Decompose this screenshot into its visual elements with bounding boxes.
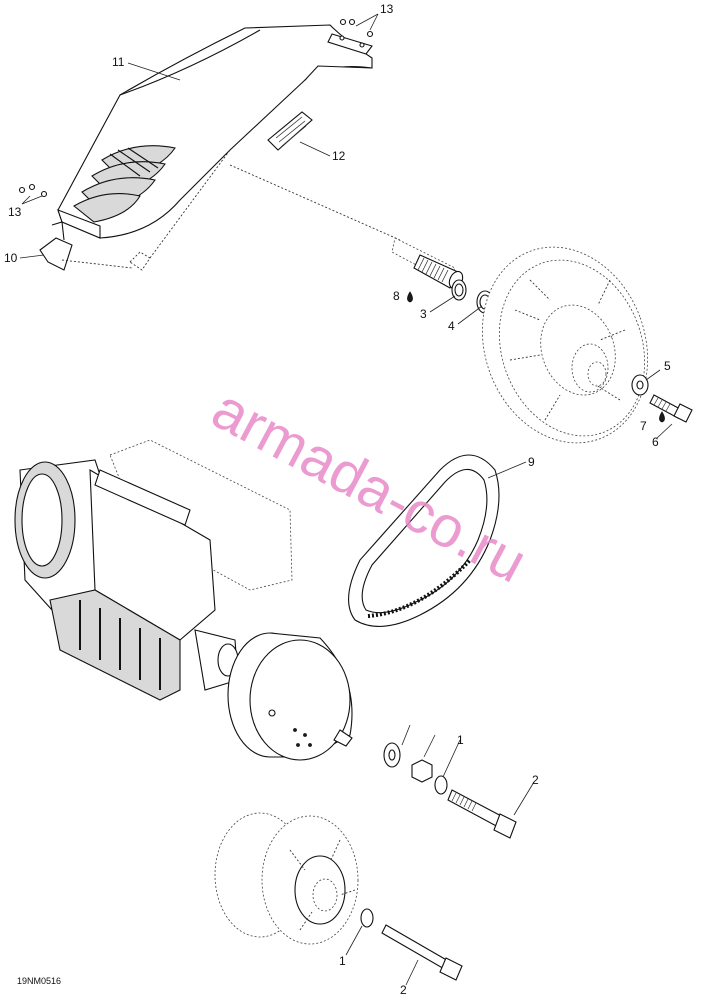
- nut-upper: [411, 759, 433, 783]
- callout-12: 12: [332, 149, 346, 163]
- belt-guard: [57, 24, 373, 239]
- callout-2-lower: 2: [400, 983, 407, 997]
- drive-belt: [348, 454, 500, 627]
- callout-4: 4: [448, 319, 455, 333]
- drive-pulley: [227, 632, 353, 761]
- callout-7: 7: [640, 419, 647, 433]
- callout-11: 11: [112, 55, 125, 69]
- guard-bracket: [39, 221, 73, 271]
- washer-1b: [360, 908, 374, 928]
- driven-pulley: [482, 246, 648, 444]
- callouts: 13 11 12 13 10 8 3 4 5 7 6 9 1 2 1 2: [4, 2, 671, 997]
- callout-10: 10: [4, 251, 18, 265]
- callout-1-upper: 1: [457, 733, 464, 747]
- callout-9: 9: [528, 455, 535, 469]
- callout-13-top: 13: [380, 2, 394, 16]
- callout-6: 6: [652, 435, 659, 449]
- callout-1-lower: 1: [339, 954, 346, 968]
- bolt-2b: [381, 924, 463, 981]
- lock-washer-1a: [434, 775, 448, 795]
- nuts-left: [18, 183, 48, 198]
- warning-decal: [267, 111, 313, 151]
- lubricant-drop-7: [659, 411, 665, 423]
- guard-vents: [73, 145, 176, 223]
- bolt-2a: [447, 789, 517, 839]
- drawing-code: 19NM0516: [17, 976, 61, 986]
- callout-3: 3: [420, 307, 427, 321]
- nuts-top: [339, 18, 374, 38]
- callout-8: 8: [393, 289, 400, 303]
- lubricant-drop-8: [407, 291, 413, 303]
- callout-13-left: 13: [8, 205, 22, 219]
- callout-2-upper: 2: [532, 773, 539, 787]
- bolt-6: [649, 394, 693, 423]
- engine: [14, 439, 293, 701]
- lower-pulley: [214, 812, 359, 945]
- leader-lines: [19, 13, 673, 986]
- callout-5: 5: [664, 359, 671, 373]
